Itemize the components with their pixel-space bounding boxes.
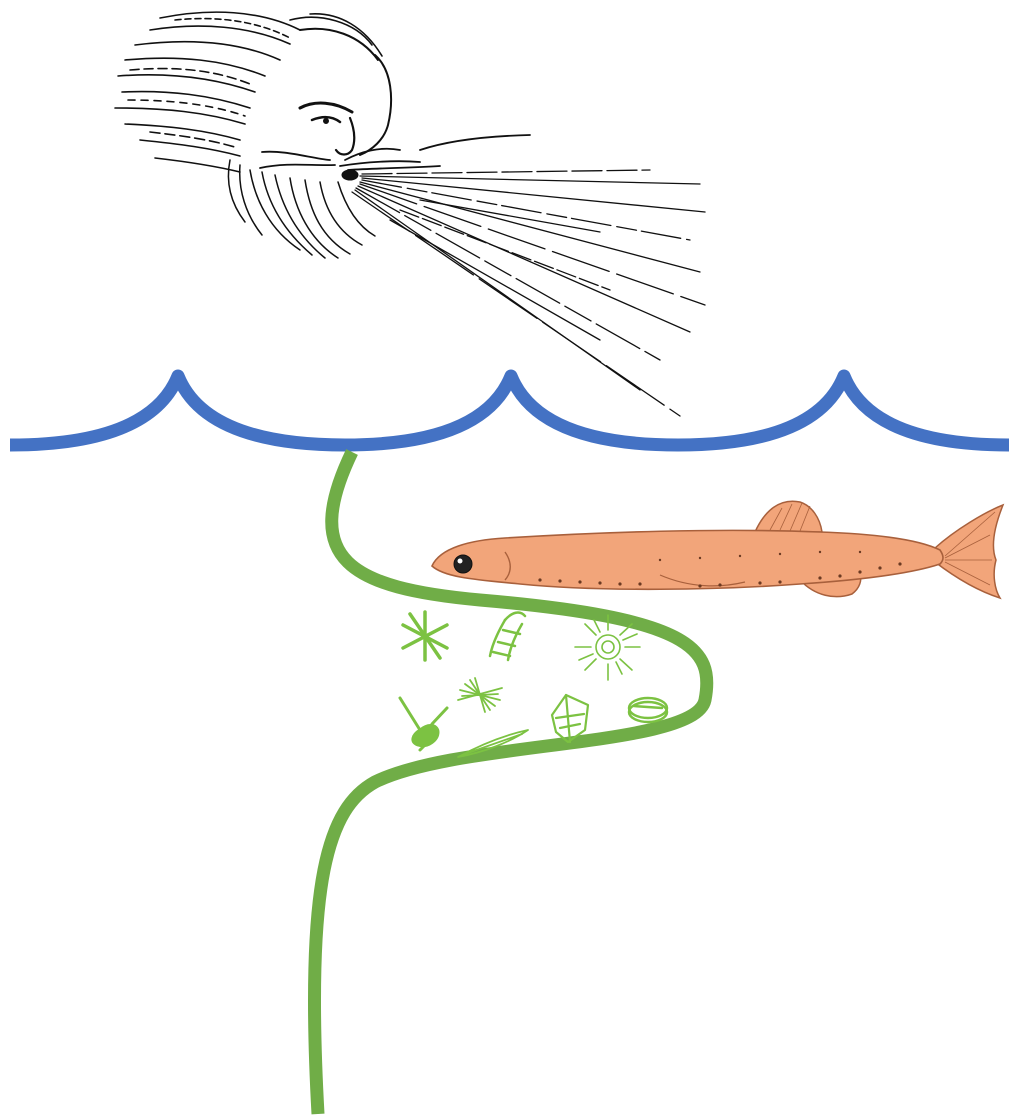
larval-fish-icon [432, 501, 1003, 598]
chain-diatom-icon [490, 613, 525, 660]
wind-gust-icon [352, 170, 705, 416]
pupil [324, 119, 329, 124]
mouth [342, 170, 358, 180]
moustache [260, 135, 530, 170]
coscinodiscus-diatom-icon [629, 698, 667, 722]
hair-strands [115, 12, 382, 172]
head-outline [360, 55, 391, 155]
asterionella-diatom-icon [403, 612, 447, 660]
fish-eye-highlight [458, 559, 463, 564]
fish-eye [454, 555, 472, 573]
thalassiothrix-cluster-icon [458, 678, 502, 712]
tail-fin [935, 505, 1003, 598]
radiolarian-icon [575, 615, 640, 680]
brow [300, 103, 352, 112]
wave-line-icon [10, 376, 1009, 445]
dorsal-fin [755, 501, 822, 532]
nose [336, 118, 354, 155]
ceratium-dinoflagellate-icon [400, 698, 447, 750]
